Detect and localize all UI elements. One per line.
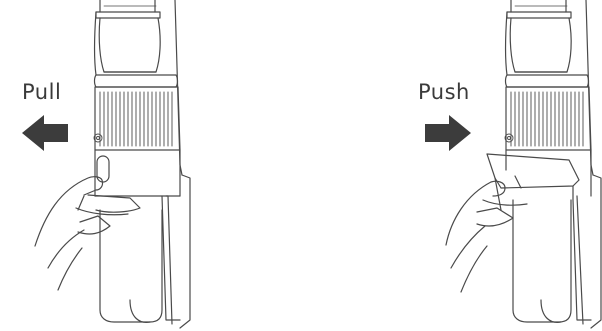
push-label: Push: [418, 80, 470, 104]
hand: [445, 180, 528, 293]
carafe-holder: [94, 149, 181, 325]
push-illustration: [425, 0, 602, 329]
ribbed-grip: [93, 91, 173, 147]
ribbed-grip: [504, 91, 584, 147]
bottle-cap: [95, 0, 161, 73]
arrow-left-icon: [22, 115, 68, 151]
bottle-cap: [506, 0, 572, 73]
machine-column: [504, 0, 602, 329]
pull-label: Pull: [22, 80, 62, 104]
push-step-panel: Push: [301, 0, 602, 331]
carafe-holder: [486, 149, 592, 325]
pull-illustration: [22, 0, 191, 329]
arrow-right-icon: [425, 115, 471, 151]
hand: [34, 176, 141, 291]
pull-step-panel: Pull: [22, 0, 191, 329]
